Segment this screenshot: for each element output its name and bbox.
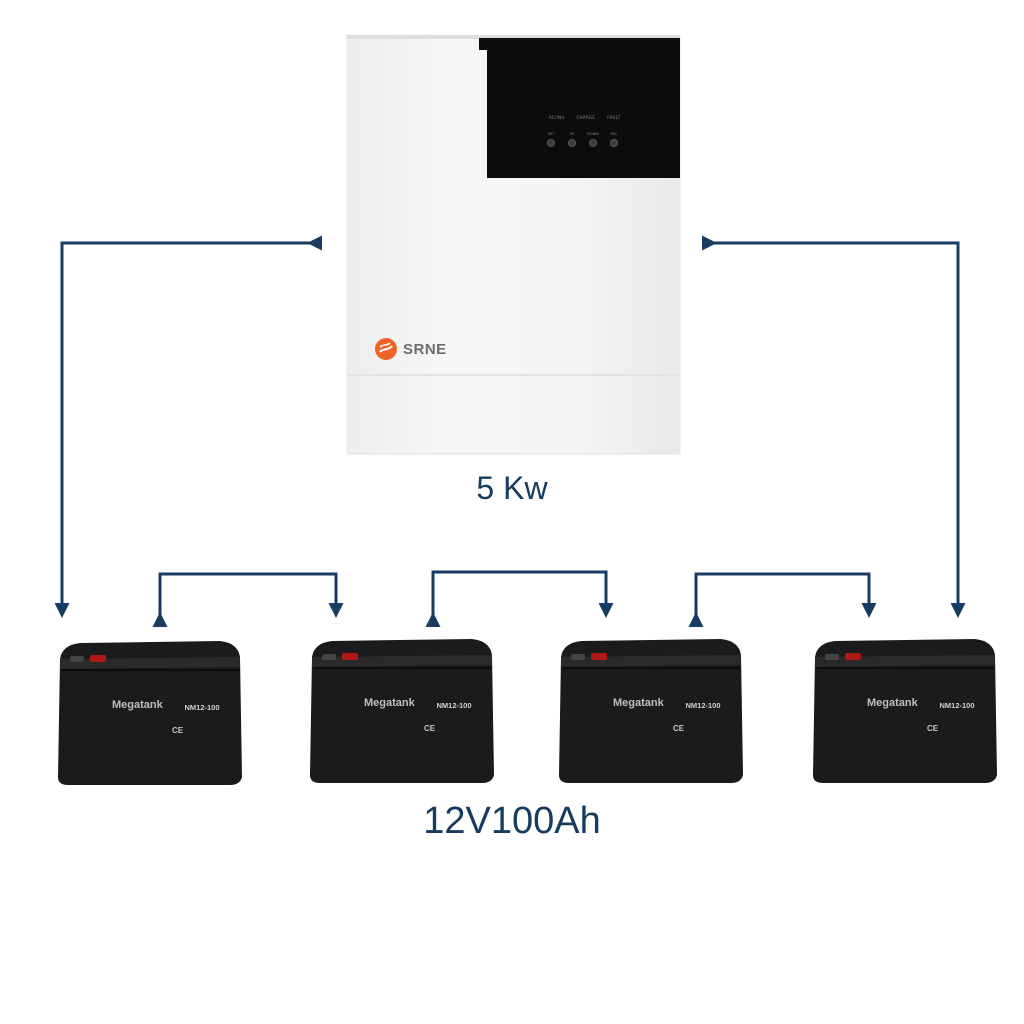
battery-1: Megatank NM12-100 CE [50,637,246,787]
battery-4: Megatank NM12-100 CE [805,635,1001,785]
battery-brand: Megatank [867,697,918,709]
ce-mark: CE [424,724,436,733]
battery-3: Megatank NM12-100 CE [551,635,747,785]
link-wire-1 [152,572,344,627]
led-label-ac-inv: AC/INV [549,115,565,120]
ce-mark: CE [172,726,184,735]
down-button[interactable]: DOWN [587,132,599,147]
inverter-top-edge [347,35,680,39]
led-label-charge: CHARGE [576,115,596,120]
inverter-buttons: SET UP DOWN ESC [545,132,620,147]
battery-label-panel: NM12-100 CE [172,695,230,745]
srne-logo-icon [375,338,397,360]
esc-button[interactable]: ESC [608,132,620,147]
left-main-wire [54,235,322,618]
battery-body [559,639,743,783]
battery-body [58,641,242,785]
inverter-led-labels: AC/INV CHARGE FAULT [549,115,620,120]
battery-body [310,639,494,783]
ce-mark: CE [927,724,939,733]
battery-label-panel: NM12-100 CE [927,693,985,743]
battery-model: NM12-100 [685,701,721,710]
inverter-capacity-label: 5 Kw [476,470,548,506]
battery-model: NM12-100 [184,703,220,712]
battery-rating-label: 12V100Ah [423,800,601,842]
battery-brand: Megatank [112,699,163,711]
battery-brand: Megatank [364,697,415,709]
link-wire-3 [688,572,877,627]
battery-brand: Megatank [613,697,664,709]
battery-2: Megatank NM12-100 CE [302,635,498,785]
inverter-control-panel: AC/INV CHARGE FAULT SET UP DOWN ESC [479,38,680,178]
up-button[interactable]: UP [566,132,578,147]
inverter-unit: AC/INV CHARGE FAULT SET UP DOWN ESC [347,35,680,453]
inverter-cover-seam [347,374,680,376]
ce-mark: CE [673,724,685,733]
led-label-fault: FAULT [607,115,621,120]
battery-label-panel: NM12-100 CE [424,693,482,743]
battery-body [813,639,997,783]
set-button[interactable]: SET [545,132,557,147]
battery-label-panel: NM12-100 CE [673,693,731,743]
srne-logo: SRNE [374,337,447,361]
battery-model: NM12-100 [436,701,472,710]
link-wire-2 [425,570,614,627]
battery-model: NM12-100 [939,701,975,710]
right-main-wire [702,235,966,618]
inverter-brand: SRNE [403,340,447,358]
